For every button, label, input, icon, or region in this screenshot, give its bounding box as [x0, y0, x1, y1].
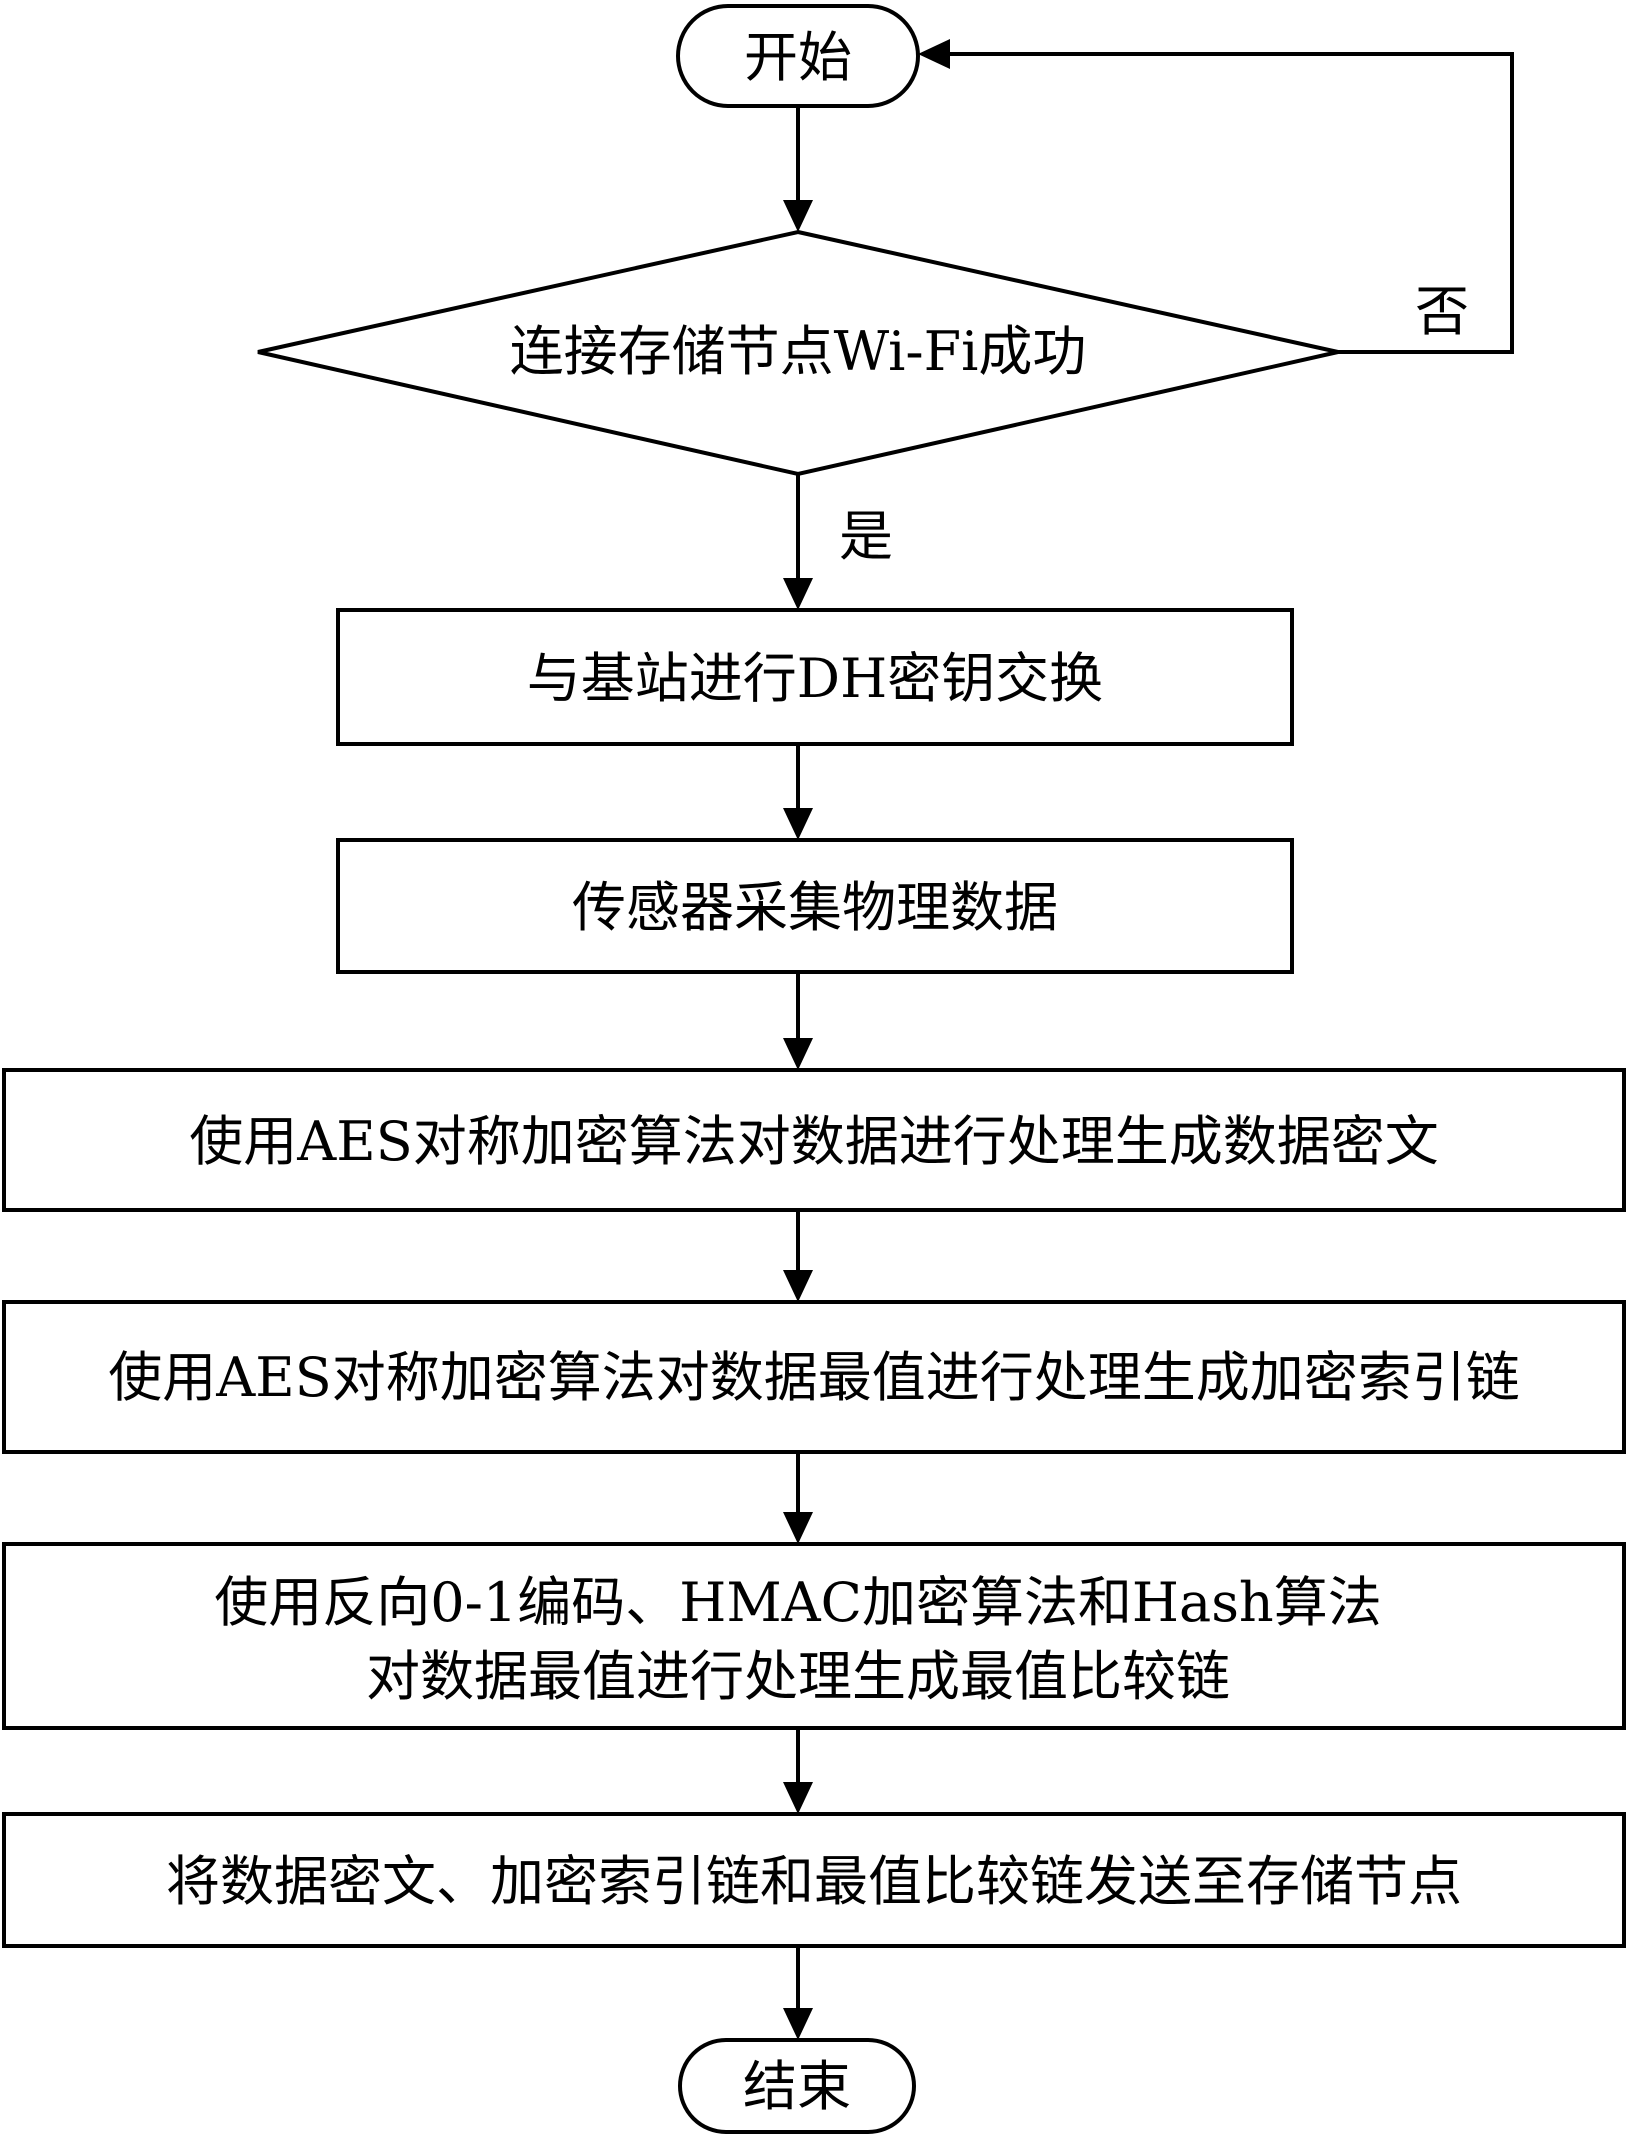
- arrowhead: [918, 39, 950, 69]
- arrowhead: [783, 1270, 813, 1302]
- start-label: 开始: [744, 26, 852, 89]
- no-loop-line: [948, 52, 1514, 354]
- step-hmac-hash-compare-chain: [2, 1542, 1626, 1730]
- arrowhead: [783, 1038, 813, 1070]
- step-label: 与基站进行DH密钥交换: [527, 647, 1103, 710]
- step-aes-encrypt-data: [2, 1068, 1626, 1212]
- arrowhead: [783, 200, 813, 232]
- step-sensor-collect: [336, 838, 1294, 974]
- step-label-line1: 使用反向0-1编码、HMAC加密算法和Hash算法: [214, 1571, 1381, 1634]
- no-label: 否: [1415, 280, 1469, 343]
- arrowhead: [783, 1782, 813, 1814]
- arrowhead: [783, 578, 813, 610]
- end-terminal: [678, 2038, 916, 2134]
- step-label: 传感器采集物理数据: [572, 876, 1058, 939]
- step-dh-key-exchange: [336, 608, 1294, 746]
- step-label: 使用AES对称加密算法对数据进行处理生成数据密文: [189, 1110, 1438, 1173]
- arrowhead: [783, 1512, 813, 1544]
- yes-label: 是: [839, 505, 893, 568]
- step-send-to-storage: [2, 1812, 1626, 1948]
- step-label-line2: 对数据最值进行处理生成最值比较链: [366, 1645, 1230, 1708]
- arrowhead: [783, 2008, 813, 2040]
- decision-label: 连接存储节点Wi-Fi成功: [510, 320, 1087, 383]
- step-label: 将数据密文、加密索引链和最值比较链发送至存储节点: [166, 1850, 1462, 1913]
- step-aes-index-chain: [2, 1300, 1626, 1454]
- arrowhead: [783, 808, 813, 840]
- end-label: 结束: [743, 2055, 851, 2118]
- step-label: 使用AES对称加密算法对数据最值进行处理生成加密索引链: [108, 1346, 1519, 1409]
